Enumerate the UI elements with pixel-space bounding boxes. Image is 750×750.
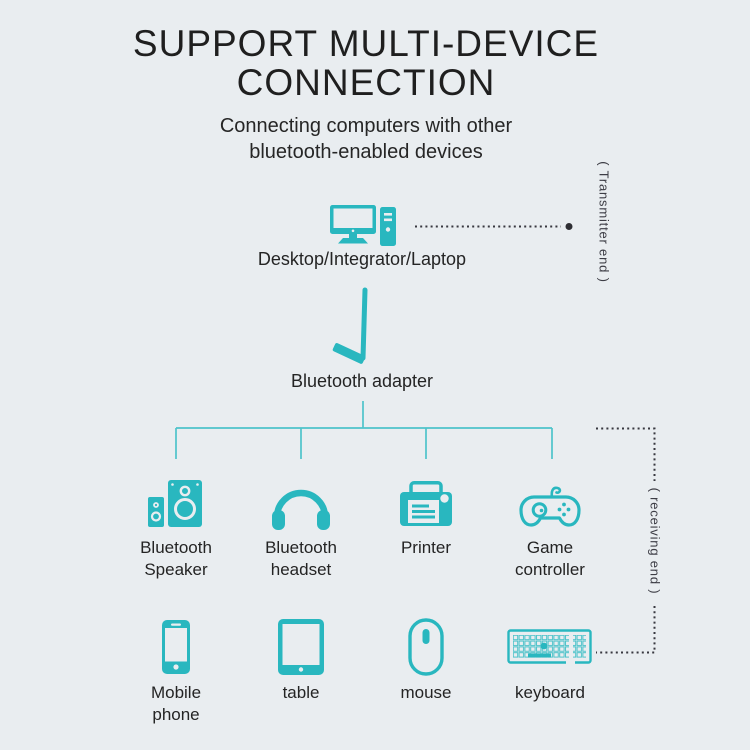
device-mobile-phone: Mobile phone — [111, 616, 241, 725]
icon-box — [111, 616, 241, 678]
transmitter-line-end-dot — [565, 223, 573, 230]
page-subtitle: Connecting computers with other bluetoot… — [219, 115, 513, 163]
device-mouse: mouse — [361, 616, 491, 704]
mobile-phone-icon — [162, 620, 190, 674]
device-game-controller: Game controller — [485, 476, 615, 580]
device-label: keyboard — [515, 683, 585, 702]
adapter-tree-lines — [175, 401, 553, 459]
device-tablet: table — [236, 616, 366, 704]
device-label: Mobile phone — [150, 683, 202, 724]
page-title: SUPPORT MULTI-DEVICE CONNECTION — [132, 23, 600, 103]
icon-box — [485, 616, 615, 678]
keyboard-icon — [507, 629, 592, 665]
device-bluetooth-speaker: Bluetooth Speaker — [111, 476, 241, 580]
game-controller-icon — [519, 486, 581, 527]
adapter-label: Bluetooth adapter — [290, 371, 434, 391]
icon-box — [236, 616, 366, 678]
device-label: table — [282, 683, 320, 702]
headset-icon — [272, 489, 330, 530]
device-keyboard: keyboard — [485, 616, 615, 704]
device-label: Bluetooth headset — [265, 538, 337, 579]
device-label: Printer — [400, 538, 452, 557]
icon-box — [361, 476, 491, 530]
bluetooth-adapter-icon — [332, 287, 368, 364]
icon-box — [236, 476, 366, 530]
transmitter-end-caption: ( Transmitter end ) — [596, 161, 612, 283]
device-label: Bluetooth Speaker — [140, 538, 212, 579]
receiving-end-caption: ( receiving end ) — [647, 487, 663, 595]
desktop-computer-icon — [330, 205, 396, 246]
icon-box — [111, 476, 241, 530]
device-label: mouse — [400, 683, 452, 702]
tablet-icon — [278, 619, 324, 675]
device-bluetooth-headset: Bluetooth headset — [236, 476, 366, 580]
icon-box — [485, 476, 615, 530]
mouse-icon — [408, 618, 444, 676]
printer-icon — [400, 481, 452, 526]
device-printer: Printer — [361, 476, 491, 559]
icon-box — [361, 616, 491, 678]
speaker-icon — [148, 480, 202, 527]
transmitter-label: Desktop/Integrator/Laptop — [257, 249, 467, 269]
device-label: Game controller — [515, 538, 585, 579]
